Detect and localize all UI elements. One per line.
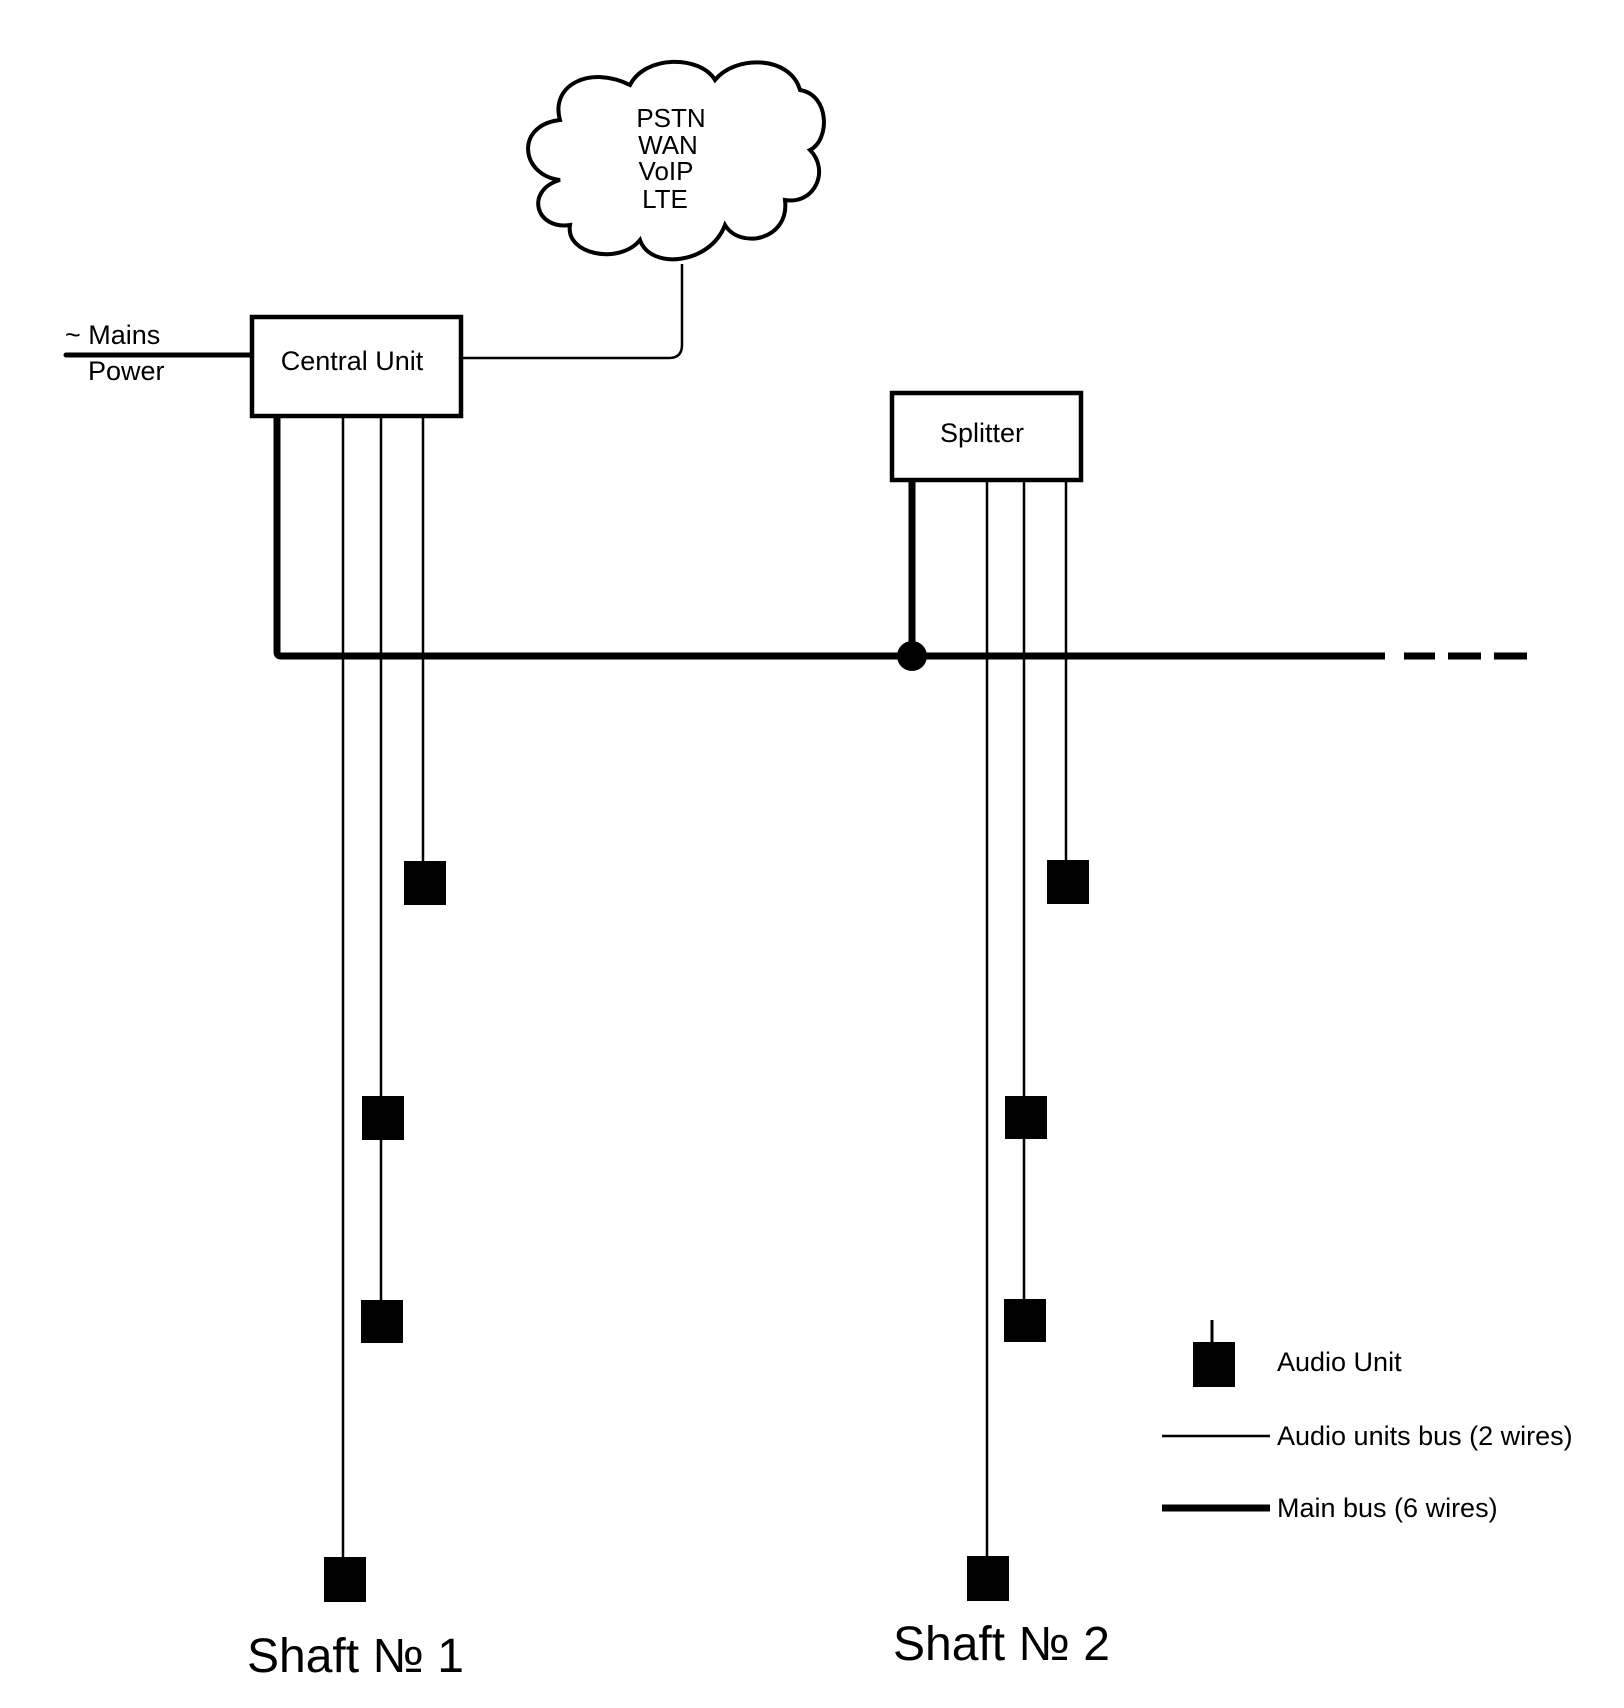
audio-unit	[404, 861, 446, 905]
cloud-label-lte: LTE	[642, 184, 688, 214]
legend: Audio Unit Audio units bus (2 wires) Mai…	[1162, 1320, 1573, 1523]
shaft-1-wires	[341, 418, 425, 1557]
shaft-2-audio-units	[967, 860, 1089, 1601]
shaft-2-label: Shaft № 2	[893, 1618, 1110, 1671]
cloud-label-pstn: PSTN	[636, 103, 705, 133]
audio-unit	[967, 1556, 1009, 1601]
main-bus	[273, 418, 1385, 660]
audio-unit	[362, 1096, 404, 1140]
audio-unit	[1005, 1096, 1047, 1139]
bus-junction-dot	[897, 641, 927, 671]
central-unit: Central Unit	[249, 314, 464, 419]
cloud-shape	[526, 59, 826, 262]
legend-item-main-bus: Main bus (6 wires)	[1162, 1493, 1498, 1523]
cloud-label-voip: VoIP	[639, 156, 694, 186]
audio-unit	[1004, 1299, 1046, 1342]
audio-unit	[1047, 860, 1089, 904]
legend-label-audio-bus: Audio units bus (2 wires)	[1277, 1421, 1573, 1451]
shaft-1-audio-units	[324, 861, 446, 1602]
shaft-2-wires	[985, 482, 1068, 1556]
splitter-label: Splitter	[940, 418, 1024, 448]
power-label: Power	[88, 356, 165, 386]
central-unit-label: Central Unit	[281, 346, 424, 376]
legend-label-audio-unit: Audio Unit	[1277, 1347, 1402, 1377]
splitter: Splitter	[889, 390, 1084, 483]
legend-label-main-bus: Main bus (6 wires)	[1277, 1493, 1498, 1523]
shaft-1-label: Shaft № 1	[247, 1630, 464, 1683]
audio-unit	[361, 1300, 403, 1343]
network-cloud: PSTN WAN VoIP LTE	[526, 59, 826, 262]
cloud-label-wan: WAN	[638, 130, 698, 160]
cloud-connector-wire	[463, 264, 684, 360]
audio-unit	[324, 1557, 366, 1602]
legend-item-audio-bus: Audio units bus (2 wires)	[1162, 1421, 1573, 1451]
mains-label: ~ Mains	[65, 320, 160, 350]
legend-item-audio-unit: Audio Unit	[1193, 1320, 1402, 1387]
audio-unit-icon	[1193, 1342, 1235, 1387]
